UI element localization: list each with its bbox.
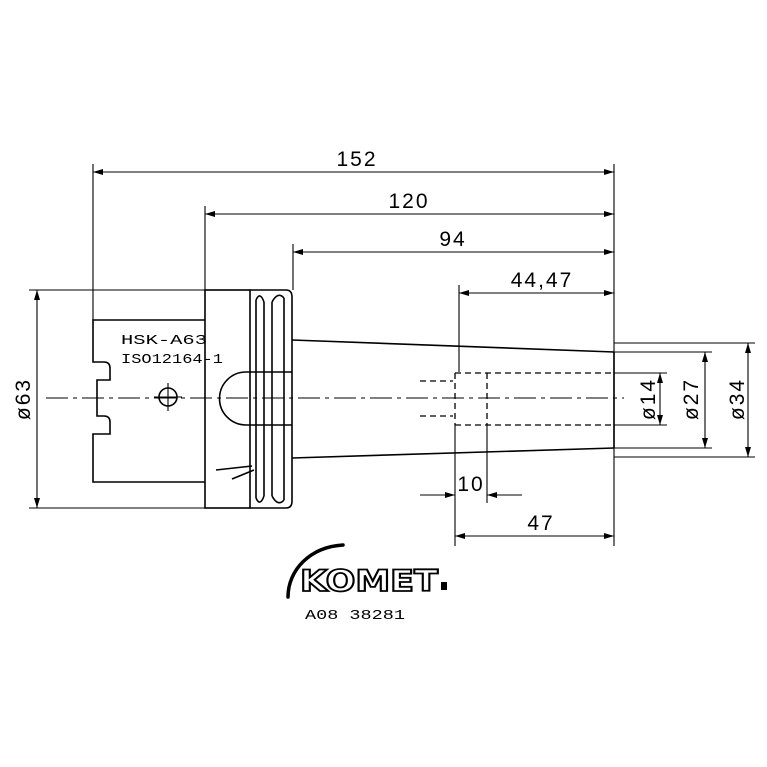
dim-text-dia-34: ø34 (726, 378, 749, 420)
dim-text-44-47: 44,47 (511, 269, 574, 292)
gripper-groove-outline (250, 289, 293, 509)
logo-arc (286, 543, 345, 599)
dim-text-dia-27: ø27 (680, 378, 703, 420)
brand-logo-text: KOMET (300, 564, 438, 598)
tool-outline (92, 289, 615, 509)
hidden-lines (420, 372, 614, 426)
dim-text-10: 10 (457, 473, 484, 496)
dim-text-47: 47 (527, 512, 554, 535)
dimension-texts: 152 120 94 44,47 47 10 ø63 ø14 ø27 ø34 (12, 148, 749, 535)
callout-labels: HSK-A63 ISO12164-1 (121, 333, 223, 368)
flange-key-mark (215, 465, 255, 480)
part-number: A08 38281 (305, 608, 405, 624)
dim-text-dia-63: ø63 (12, 378, 35, 420)
shaft-bottom-edge (291, 447, 615, 459)
interface-label: HSK-A63 (121, 333, 207, 349)
logo-trademark-mark (441, 582, 447, 590)
standard-label: ISO12164-1 (121, 352, 223, 368)
dim-text-dia-14: ø14 (637, 378, 660, 420)
dim-text-120: 120 (388, 190, 429, 213)
dim-text-152: 152 (336, 148, 377, 171)
flange-body (204, 289, 251, 509)
dim-text-94: 94 (439, 228, 466, 251)
shaft-top-edge (291, 339, 615, 353)
title-block: KOMET A08 38281 (286, 543, 447, 624)
groove-bottom-caps (255, 495, 285, 504)
dimension-lines (34, 169, 751, 539)
groove-top-caps (255, 294, 285, 303)
